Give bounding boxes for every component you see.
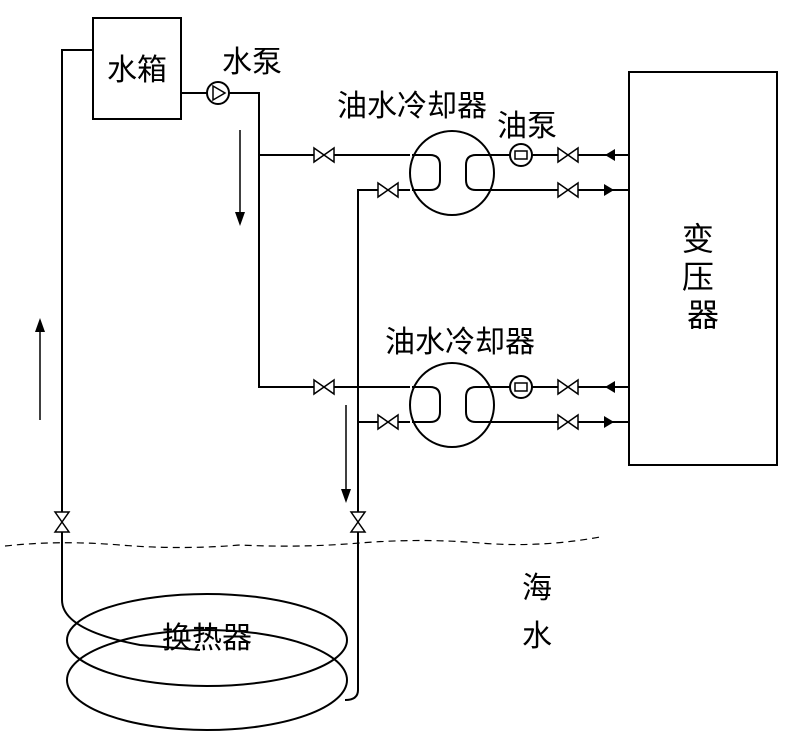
water-tank-label: 水箱 <box>107 53 167 88</box>
valve-icon <box>53 511 71 533</box>
valve-icon <box>349 511 367 533</box>
return-pipe <box>61 49 93 512</box>
coil-loop-lower <box>66 629 348 731</box>
transformer-label-char-1: 变 <box>682 220 714 258</box>
supply-main-pipe <box>229 92 314 388</box>
bottom-cooler <box>409 362 495 448</box>
sea-surface-line <box>4 536 601 549</box>
arrow-left-icon <box>605 149 615 161</box>
valve-icon <box>557 146 579 164</box>
top-cooler-left-coil <box>412 154 441 191</box>
transformer-box <box>628 71 778 466</box>
arrow-right-icon <box>604 184 614 196</box>
valve-icon <box>377 181 399 199</box>
valve-icon <box>313 378 335 396</box>
transformer-label-char-2: 压 <box>682 258 714 296</box>
bottom-cooler-shell <box>409 362 495 448</box>
water-pump-icon <box>206 81 230 105</box>
flow-arrow-up-icon <box>35 318 45 420</box>
water-pump-label: 水泵 <box>222 45 282 80</box>
sea-label-2: 水 <box>522 619 552 654</box>
flow-arrow-down-icon <box>341 405 351 503</box>
oil-pump-icon <box>509 375 533 399</box>
water-tank: 水箱 <box>92 17 182 120</box>
cooler-top-label: 油水冷却器 <box>337 89 487 124</box>
water-tank-box <box>92 17 182 120</box>
bottom-cooler-right-coil <box>465 386 494 423</box>
valve-icon <box>557 413 579 431</box>
transformer-label: 变 压 器 <box>682 220 724 334</box>
cooler-bottom-label: 油水冷却器 <box>385 325 535 360</box>
top-cooler-right-coil <box>465 154 494 191</box>
return-riser-pipe <box>357 189 378 512</box>
top-cooler-shell <box>409 130 495 216</box>
sea-label-1: 海 <box>522 571 552 606</box>
valve-icon <box>377 413 399 431</box>
oil-pump-label: 油泵 <box>497 109 557 144</box>
heat-exchanger-coil <box>61 593 359 731</box>
heat-exchanger-label: 换热器 <box>162 621 252 656</box>
valve-icon <box>557 378 579 396</box>
transformer: 变 压 器 <box>628 71 778 466</box>
valve-icon <box>313 146 335 164</box>
arrow-right-icon <box>604 416 614 428</box>
flow-arrow-down-icon <box>235 130 245 226</box>
bottom-cooler-left-coil <box>412 386 441 423</box>
coil-lead-right <box>344 600 359 701</box>
coil-lead-left <box>61 599 201 651</box>
transformer-label-char-3: 器 <box>687 296 719 334</box>
oil-pump-icon <box>509 143 533 167</box>
top-cooler <box>409 130 495 216</box>
valve-icon <box>557 181 579 199</box>
arrow-left-icon <box>605 381 615 393</box>
coil-loop-upper <box>66 593 348 687</box>
